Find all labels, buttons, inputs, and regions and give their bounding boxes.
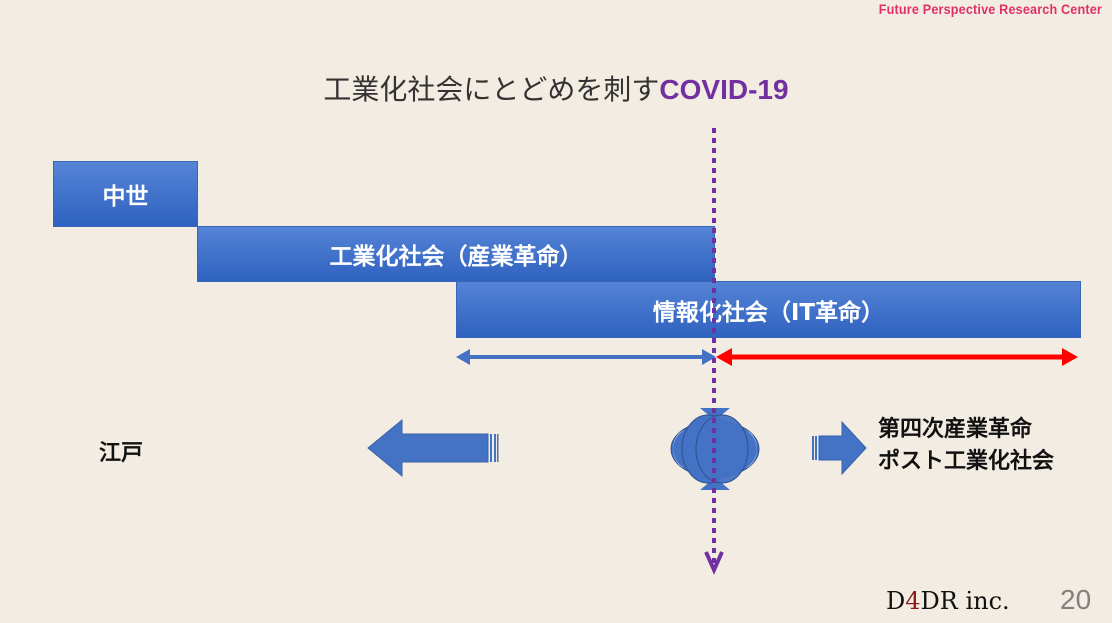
red-double-arrow <box>716 348 1078 366</box>
organization-label: Future Perspective Research Center <box>878 1 1102 17</box>
future-label-2: ポスト工業化社会 <box>878 449 1055 474</box>
title-main: 工業化社会にとどめを刺す <box>323 73 660 106</box>
edo-label: 江戸 <box>99 441 144 466</box>
era-bar-industrial: 工業化社会（産業革命） <box>197 226 715 282</box>
page-number: 20 <box>1060 584 1092 615</box>
era-bar-medieval: 中世 <box>53 161 198 227</box>
logo-part: DR inc. <box>920 587 1010 615</box>
era-bar-information: 情報化社会（IT革命） <box>456 281 1081 338</box>
blue-double-arrow <box>456 349 716 365</box>
left-arrow-icon <box>367 418 499 478</box>
company-logo: D4DR inc. <box>886 587 1010 615</box>
era-label: 工業化社会（産業革命） <box>329 244 583 270</box>
era-label: 情報化社会（IT革命） <box>652 299 885 326</box>
logo-part: 4 <box>905 587 921 615</box>
slide-title: 工業化社会にとどめを刺すCOVID-19 <box>0 68 1112 108</box>
right-arrow-icon <box>812 420 867 476</box>
title-accent: COVID-19 <box>659 74 789 105</box>
covid-timeline-dotted-arrow <box>704 128 724 575</box>
era-label: 中世 <box>102 184 149 210</box>
future-label-1: 第四次産業革命 <box>878 417 1033 442</box>
logo-part: D <box>886 587 906 615</box>
